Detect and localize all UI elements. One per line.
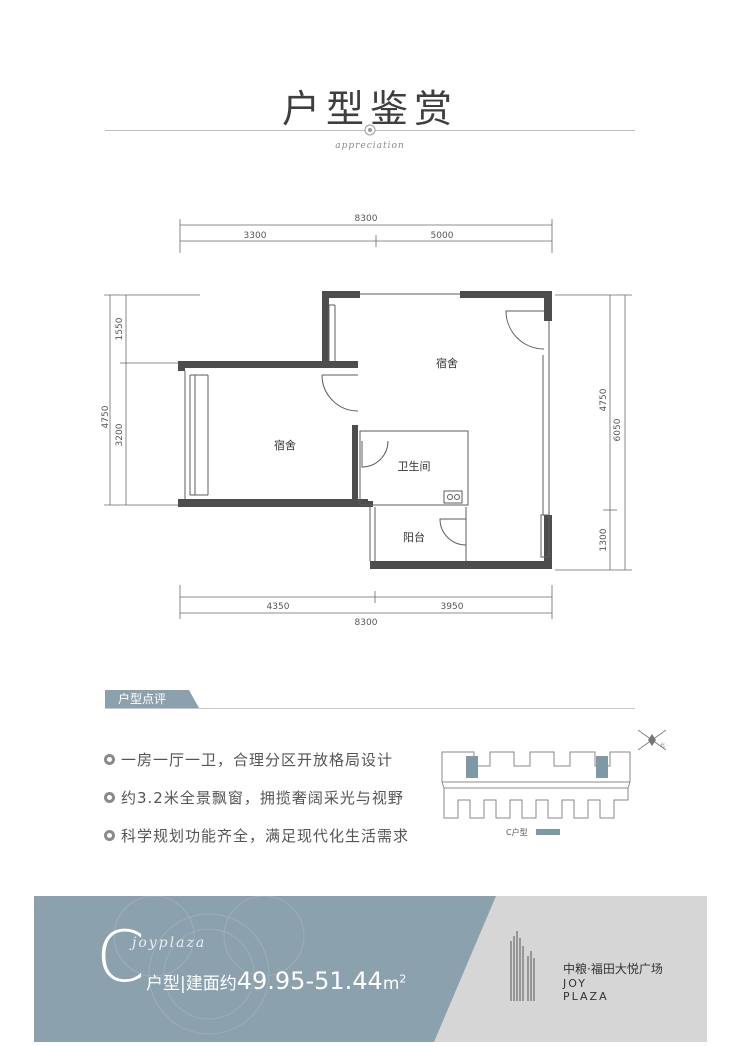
dim-bottom-total: 8300	[355, 618, 378, 628]
unit-type-letter: C	[96, 916, 145, 998]
highlight-unit-left	[466, 756, 478, 778]
legend-swatch	[536, 829, 560, 835]
dim-top-right: 5000	[431, 231, 454, 241]
review-tag-label: 户型点评	[118, 692, 167, 706]
bullet-icon	[104, 791, 115, 803]
dim-right-upper: 4750	[599, 388, 609, 411]
bullet-icon	[104, 829, 115, 841]
dim-left-upper: 1550	[115, 317, 125, 340]
unit-area-line: 户型|建面约49.95-51.44m2	[146, 967, 407, 995]
room-label-dorm-top: 宿舍	[436, 356, 458, 370]
review-tag-shape	[105, 690, 199, 708]
bullet-icon	[104, 753, 115, 765]
room-label-balcony: 阳台	[403, 530, 425, 544]
floor-plan: 8300 3300 5000 3950 4350 8300 1550 3200 …	[101, 214, 632, 628]
banner-script: joyplaza	[132, 935, 207, 951]
dim-left-lower: 3200	[115, 423, 125, 446]
ornament-icon	[364, 124, 376, 136]
brand-name-en: JOY PLAZA	[563, 977, 609, 1003]
page-title: 户型鉴赏	[281, 87, 458, 131]
dim-bottom-left: 4350	[267, 602, 290, 612]
feature-list: 一房一厅一卫，合理分区开放格局设计 约3.2米全景飘窗，拥揽奢阔采光与视野 科学…	[104, 740, 409, 854]
room-label-bathroom: 卫生间	[398, 459, 431, 473]
dim-top-total: 8300	[355, 214, 378, 224]
compass-icon	[637, 729, 667, 751]
legend-label: C户型	[506, 827, 528, 837]
dim-top-left: 3300	[244, 231, 267, 241]
review-divider	[105, 708, 635, 709]
site-plan: 北 C户型	[441, 729, 667, 837]
feature-item: 约3.2米全景飘窗，拥揽奢阔采光与视野	[104, 778, 409, 816]
highlight-unit-right	[596, 756, 608, 778]
page-subtitle: appreciation	[335, 141, 405, 151]
dim-left-total: 4750	[101, 405, 111, 428]
feature-item: 科学规划功能齐全，满足现代化生活需求	[104, 816, 409, 854]
north-label: 北	[660, 742, 665, 749]
dim-right-lower: 1300	[599, 528, 609, 551]
brand-logo-icon	[510, 931, 535, 1001]
feature-item: 一房一厅一卫，合理分区开放格局设计	[104, 740, 409, 778]
room-label-dorm-left: 宿舍	[274, 438, 296, 452]
dim-bottom-right: 3950	[441, 602, 464, 612]
dim-right-total: 6050	[613, 418, 623, 441]
brand-name-cn: 中粮·福田大悦广场	[563, 962, 663, 976]
bottom-banner	[34, 896, 707, 1042]
